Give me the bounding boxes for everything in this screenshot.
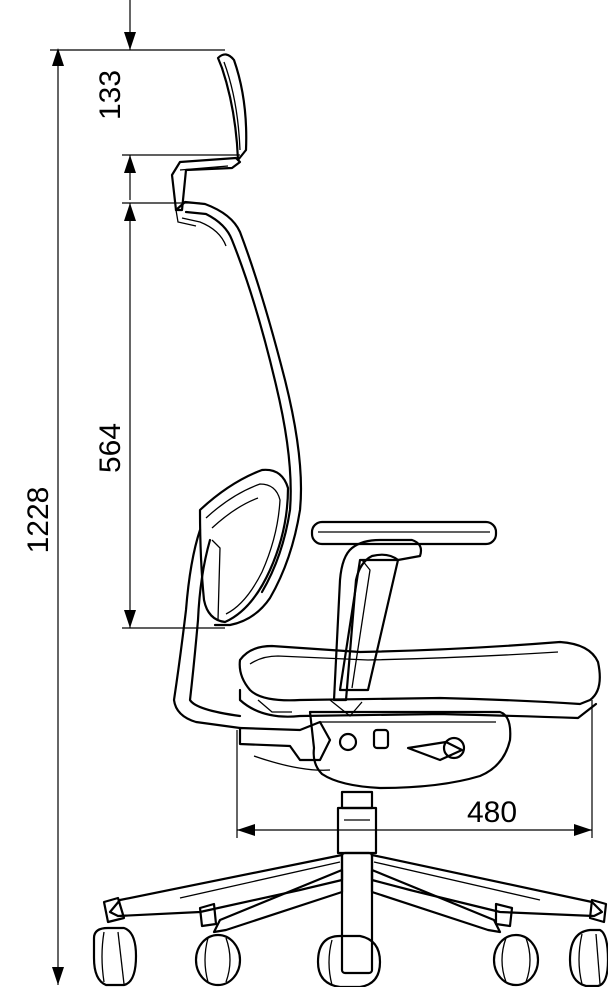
- seat: [238, 640, 601, 720]
- dimension-headrest-height: 133: [94, 0, 240, 200]
- backrest-height-label: 564: [94, 423, 127, 473]
- seat-depth-label: 480: [467, 796, 517, 829]
- headrest: [170, 53, 248, 212]
- overall-height-label: 1228: [22, 487, 55, 554]
- backrest: [172, 200, 303, 730]
- dimension-overall-height: 1228: [22, 48, 225, 985]
- dimension-seat-depth: 480: [236, 700, 593, 838]
- headrest-height-label: 133: [94, 70, 127, 120]
- gas-cylinder: [336, 790, 378, 975]
- caster-wheels: [92, 926, 608, 987]
- seat-mechanism: [238, 699, 512, 790]
- star-base: [102, 853, 608, 934]
- armrest: [310, 520, 498, 702]
- dimension-backrest-height: 564: [94, 202, 225, 629]
